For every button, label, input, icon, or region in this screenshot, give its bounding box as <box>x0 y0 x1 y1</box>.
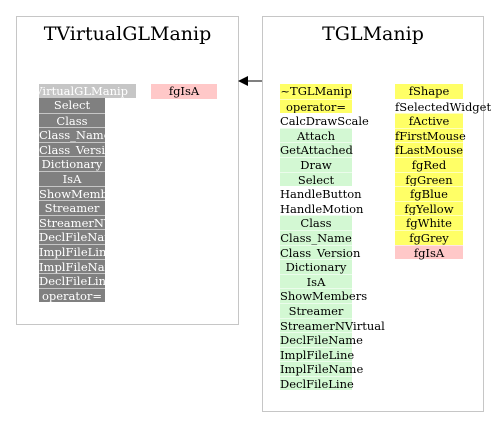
member-item[interactable]: fFirstMouse <box>395 127 466 143</box>
method-item[interactable]: IsA <box>280 273 352 289</box>
method-item[interactable]: ImplFileName <box>39 258 123 274</box>
member-item[interactable]: fgGreen <box>395 171 463 187</box>
method-item[interactable]: ~TGLManip <box>280 84 352 99</box>
member-item[interactable]: fgGrey <box>395 229 463 245</box>
method-destructor[interactable]: ~TVirtualGLManip <box>17 84 147 99</box>
method-item[interactable]: ImplFileLine <box>280 346 355 362</box>
method-list: ~TVirtualGLManip <box>17 84 147 99</box>
method-item[interactable]: Dictionary <box>280 259 352 274</box>
method-item[interactable]: ShowMembers <box>280 288 368 304</box>
method-item[interactable]: DeclFileLine <box>280 375 354 391</box>
method-item[interactable]: ShowMembers <box>39 185 127 201</box>
method-label: ~TVirtualGLManip <box>17 84 137 98</box>
method-item[interactable]: operator= <box>39 287 105 303</box>
method-item[interactable]: Draw <box>280 156 352 172</box>
member-item[interactable]: fActive <box>395 113 463 128</box>
member-item[interactable]: fgWhite <box>395 215 463 230</box>
class-box-tglmanip[interactable]: TGLManip ~TGLManip operator= CalcDrawSca… <box>262 16 492 412</box>
method-item[interactable]: ImplFileName <box>280 361 364 377</box>
method-item[interactable]: ImplFileLine <box>39 243 114 259</box>
member-item[interactable]: fShape <box>395 84 463 99</box>
method-item[interactable]: Class_Name <box>39 127 111 143</box>
method-item[interactable]: Class <box>39 112 105 128</box>
method-item[interactable]: Streamer <box>39 200 105 215</box>
inheritance-arrow <box>238 76 264 86</box>
method-item[interactable]: DeclFileName <box>39 229 122 245</box>
method-item[interactable]: HandleButton <box>280 186 362 202</box>
method-item[interactable]: DeclFileName <box>280 332 363 348</box>
method-list-body: Select Class Class_Name Class_Version Di… <box>39 98 144 303</box>
method-item[interactable]: Class_Version <box>39 141 120 157</box>
method-list: ~TGLManip operator= CalcDrawScale Attach… <box>280 84 385 391</box>
member-list: fShape fSelectedWidget fActive fFirstMou… <box>395 84 492 260</box>
member-item[interactable]: fSelectedWidget <box>395 98 492 114</box>
method-item[interactable]: StreamerNVirtual <box>280 317 385 333</box>
member-item[interactable]: fgBlue <box>395 186 463 201</box>
method-item[interactable]: Dictionary <box>39 156 105 171</box>
method-item[interactable]: IsA <box>39 170 105 186</box>
class-title[interactable]: TVirtualGLManip <box>43 23 212 45</box>
method-item[interactable]: DeclFileLine <box>39 273 113 289</box>
member-item[interactable]: fLastMouse <box>395 142 464 158</box>
member-list: fgIsA <box>151 84 217 99</box>
method-item[interactable]: Select <box>39 98 105 113</box>
method-item[interactable]: operator= <box>280 98 352 114</box>
method-item[interactable]: StreamerNVirtual <box>39 214 144 230</box>
class-box-tvirtualglmanip[interactable]: TVirtualGLManip ~TVirtualGLManip Select … <box>16 16 239 325</box>
method-item[interactable]: Class_Version <box>280 244 361 260</box>
method-item[interactable]: CalcDrawScale <box>280 113 369 129</box>
method-item[interactable]: GetAttached <box>280 142 353 158</box>
member-item[interactable]: fgYellow <box>395 200 463 216</box>
method-item[interactable]: Class_Name <box>280 229 352 245</box>
class-title[interactable]: TGLManip <box>322 23 424 45</box>
method-item[interactable]: Select <box>280 171 352 187</box>
member-item[interactable]: fgIsA <box>395 244 463 260</box>
member-item[interactable]: fgIsA <box>151 84 217 99</box>
method-item[interactable]: Streamer <box>280 302 352 318</box>
method-item[interactable]: Attach <box>280 127 352 143</box>
member-item[interactable]: fgRed <box>395 156 463 172</box>
method-item[interactable]: Class <box>280 215 352 230</box>
method-item[interactable]: HandleMotion <box>280 200 364 216</box>
